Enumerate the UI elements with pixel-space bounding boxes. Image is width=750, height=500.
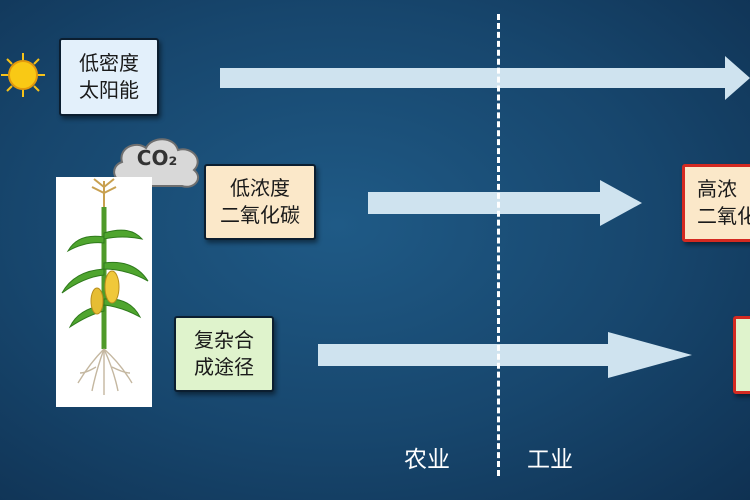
high-co2-line1: 高浓 bbox=[697, 177, 737, 201]
high-co2-box: 高浓 二氧化 bbox=[682, 164, 750, 242]
complex-pathway-line2: 成途径 bbox=[194, 355, 254, 379]
low-co2-box: 低浓度 二氧化碳 bbox=[204, 164, 316, 240]
solar-arrow bbox=[220, 56, 750, 100]
complex-pathway-line1: 复杂合 bbox=[194, 328, 254, 352]
solar-energy-box: 低密度 太阳能 bbox=[59, 38, 159, 116]
solar-energy-line1: 低密度 bbox=[79, 51, 139, 75]
low-co2-line1: 低浓度 bbox=[230, 176, 290, 200]
corn-plant-image bbox=[56, 177, 152, 407]
co2-arrow bbox=[368, 180, 642, 226]
industry-label: 工业 bbox=[527, 447, 573, 473]
co2-cloud-label: CO₂ bbox=[136, 146, 178, 170]
low-co2-line2: 二氧化碳 bbox=[220, 203, 300, 227]
agriculture-label: 农业 bbox=[404, 447, 450, 473]
pathway-arrow bbox=[318, 332, 692, 378]
sun-icon bbox=[1, 53, 45, 97]
solar-energy-line2: 太阳能 bbox=[79, 78, 139, 102]
agriculture-industry-divider bbox=[497, 14, 500, 476]
high-co2-line2: 二氧化 bbox=[697, 204, 750, 228]
simple-pathway-box bbox=[733, 316, 750, 394]
complex-pathway-box: 复杂合 成途径 bbox=[174, 316, 274, 392]
